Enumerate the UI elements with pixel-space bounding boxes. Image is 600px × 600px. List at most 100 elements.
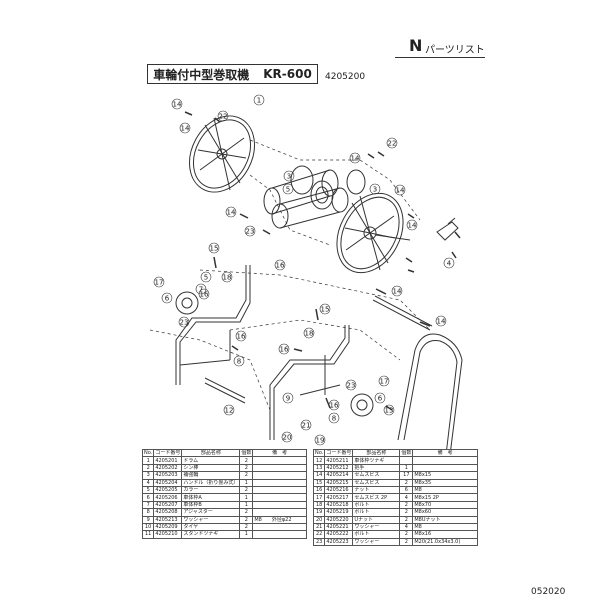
- svg-text:23: 23: [246, 228, 255, 236]
- cell-no: 17: [312, 493, 326, 502]
- svg-text:17: 17: [380, 378, 389, 386]
- callout-14d: 14: [394, 184, 406, 196]
- svg-text:14: 14: [393, 288, 402, 296]
- product-code: 4205200: [325, 72, 366, 82]
- cell-code: 4205208: [153, 508, 183, 517]
- callout-19: 19: [314, 434, 326, 446]
- cell-name: ボルト: [352, 530, 401, 539]
- cell-name: アジャスター: [181, 508, 241, 517]
- cell-note: [252, 463, 307, 473]
- col-code: コード番号: [153, 448, 183, 458]
- callout-16c: 16: [235, 330, 247, 342]
- cell-no: 18: [312, 500, 326, 510]
- cell-qty: 2: [399, 515, 414, 524]
- section-letter: N: [409, 36, 423, 55]
- cell-name: カラー: [181, 485, 241, 495]
- callout-16a: 16: [274, 259, 286, 271]
- cell-name: ボルト: [352, 500, 401, 510]
- callout-8a: 8: [233, 355, 245, 367]
- svg-text:20: 20: [283, 434, 292, 442]
- cell-note: [412, 463, 478, 473]
- drum-tubes: [263, 165, 366, 229]
- table-header-row: No. コード番号 部品名称 個数 備 考: [141, 448, 307, 458]
- col-qty: 個数: [239, 448, 254, 458]
- cell-qty: 2: [239, 471, 254, 480]
- callout-14c: 14: [349, 152, 361, 164]
- drum-wheel-right: [336, 192, 411, 274]
- cell-no: 16: [312, 485, 326, 495]
- cell-qty: 1: [239, 500, 254, 510]
- cell-no: 6: [141, 493, 155, 502]
- product-name: 車輪付中型巻取機: [153, 67, 250, 82]
- svg-text:9: 9: [286, 395, 290, 403]
- cell-name: セムスビス: [352, 471, 401, 480]
- svg-text:15: 15: [210, 245, 219, 253]
- stand-connector: [204, 377, 246, 404]
- svg-text:23: 23: [347, 382, 356, 390]
- cell-note: [252, 530, 307, 539]
- cell-note: [252, 478, 307, 487]
- svg-text:17: 17: [155, 279, 164, 287]
- cell-code: 4205212: [324, 463, 354, 473]
- callout-9b: 6: [374, 392, 386, 404]
- callout-16b: 16: [198, 288, 210, 300]
- svg-text:6: 6: [378, 395, 383, 403]
- cell-no: 14: [312, 471, 326, 480]
- cell-qty: 4: [399, 493, 414, 502]
- callout-8b: 8: [328, 412, 340, 424]
- cell-qty: 2: [239, 463, 254, 473]
- cell-no: 15: [312, 478, 326, 487]
- col-note: 備 考: [252, 448, 307, 458]
- cell-note: M8x15: [412, 471, 478, 480]
- cell-code: 4205206: [153, 493, 183, 502]
- cell-note: M20(21.0x34x3.0): [412, 537, 478, 547]
- cell-no: 2: [141, 463, 155, 473]
- callout-1: 1: [253, 94, 265, 106]
- callout-7: 7: [195, 283, 207, 295]
- cell-note: [252, 471, 307, 480]
- cell-no: 19: [312, 508, 326, 517]
- callout-5a: 5: [282, 183, 294, 195]
- product-model: KR-600: [263, 67, 312, 81]
- cell-no: 4: [141, 478, 155, 487]
- cell-qty: 1: [239, 530, 254, 539]
- callout-15a: 15: [208, 242, 220, 254]
- cell-name: Uナット: [352, 515, 401, 524]
- cell-note: [412, 456, 478, 465]
- callout-22a: 22: [217, 110, 229, 122]
- cell-no: 5: [141, 485, 155, 495]
- assembly-lines: [149, 139, 431, 411]
- frame-b: [269, 325, 374, 440]
- svg-text:16: 16: [276, 262, 285, 270]
- cell-code: 4205219: [324, 508, 354, 517]
- svg-text:6: 6: [165, 295, 170, 303]
- cell-name: 補強輪: [181, 471, 241, 480]
- cell-no: 3: [141, 471, 155, 480]
- callout-23a: 23: [244, 225, 256, 237]
- cell-no: 1: [141, 456, 155, 465]
- cell-code: 4205210: [153, 530, 183, 539]
- cell-name: 車体枠ツナギ: [352, 456, 401, 465]
- cell-qty: 1: [399, 463, 414, 473]
- cell-qty: 2: [399, 478, 414, 487]
- cell-name: ハンドル（折り畳み式）: [181, 478, 241, 487]
- cell-code: 4205202: [153, 463, 183, 473]
- callout-3a: 3: [283, 170, 295, 182]
- cell-code: 4205213: [153, 515, 183, 524]
- cell-code: 4205215: [324, 478, 354, 487]
- cell-note: [252, 456, 307, 465]
- col-code: コード番号: [324, 448, 354, 458]
- svg-text:13: 13: [385, 407, 394, 415]
- cell-note: [252, 508, 307, 517]
- callout-14h: 14: [435, 315, 447, 327]
- svg-text:1: 1: [257, 97, 261, 105]
- cell-no: 23: [312, 537, 326, 547]
- cell-note: M8x70: [412, 500, 478, 510]
